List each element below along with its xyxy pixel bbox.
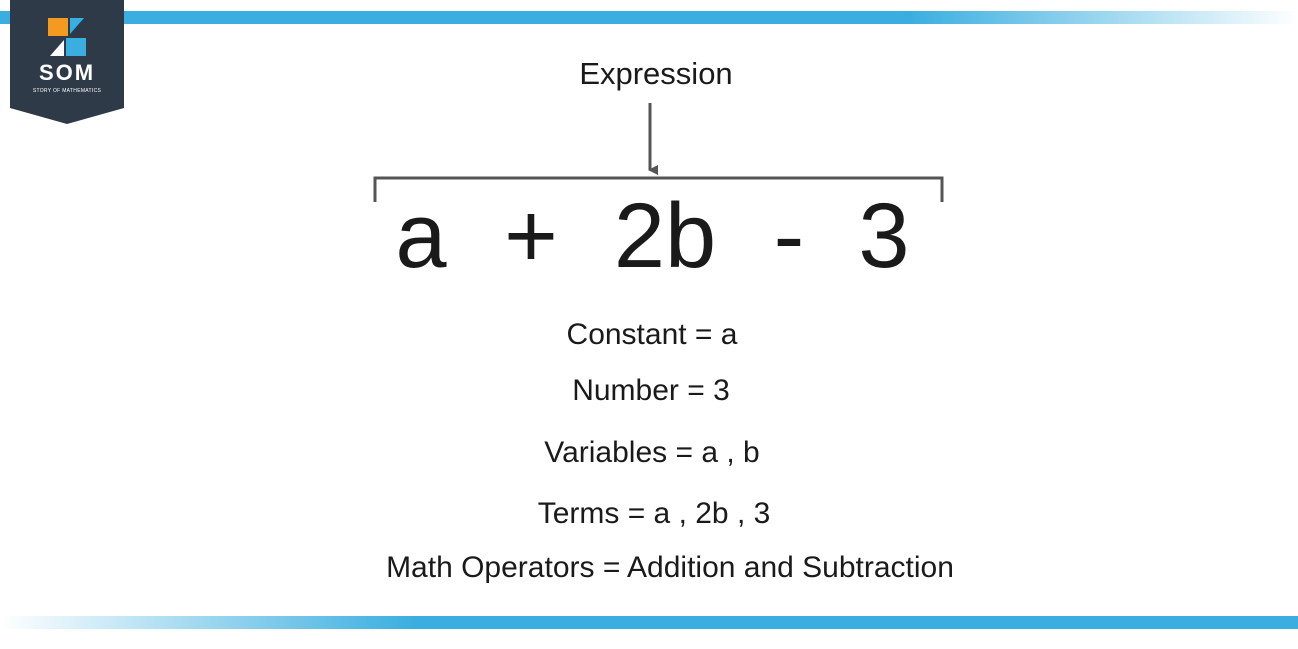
constant-definition: Constant = a (566, 318, 738, 351)
terms-definition: Terms = a , 2b , 3 (537, 497, 771, 530)
expression-token-3: 3 (858, 185, 910, 287)
top-accent-bar (0, 11, 1298, 24)
bottom-accent-bar (0, 616, 1298, 629)
expression-token-2b: 2b (613, 185, 717, 287)
variables-definition: Variables = a , b (544, 436, 760, 469)
som-logo: SOM STORY OF MATHEMATICS (10, 0, 124, 124)
logo-badge-shape (10, 0, 124, 124)
operators-definition: Math Operators = Addition and Subtractio… (386, 551, 954, 584)
expression-label: Expression (579, 56, 733, 91)
expression-token-a: a (395, 185, 447, 287)
number-definition: Number = 3 (572, 374, 730, 407)
expression-token-plus: + (504, 185, 558, 287)
logo-subtext: STORY OF MATHEMATICS (32, 88, 102, 94)
expression-token-minus: - (773, 185, 805, 287)
logo-text: SOM (38, 60, 96, 85)
expression-bracket (373, 176, 944, 202)
